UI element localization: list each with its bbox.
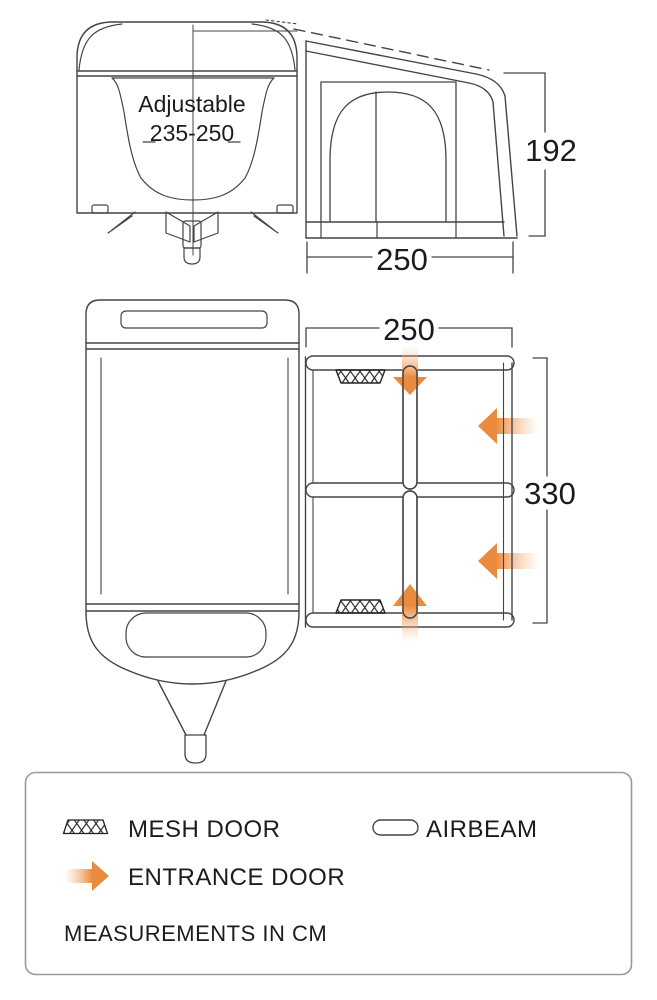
height-value: 192 xyxy=(525,133,577,168)
plan-depth-value: 330 xyxy=(524,476,576,511)
plan-width-value: 250 xyxy=(383,312,435,347)
legend: MESH DOOR AIRBEAM ENTRANCE DOOR MEASUREM… xyxy=(24,771,633,976)
dimension-width-250-side xyxy=(306,241,514,274)
mesh-door-icon xyxy=(62,819,109,835)
dimension-depth-330 xyxy=(532,357,548,624)
side-view-diagram xyxy=(76,19,546,274)
entrance-arrow-left-upper-icon xyxy=(478,408,539,444)
corner-steadies xyxy=(107,211,279,234)
entrance-door-arrows xyxy=(393,346,539,642)
adjustable-label-line2: 235-250 xyxy=(150,120,234,146)
drawbar-a-frame xyxy=(157,680,227,764)
entrance-arrow-up-icon xyxy=(393,584,427,642)
mesh-door-bottom xyxy=(335,599,386,614)
caravan-front-view xyxy=(76,19,299,265)
legend-box xyxy=(24,771,633,976)
entrance-door-icon xyxy=(64,861,109,891)
awning-side-view xyxy=(293,28,518,239)
measurements-note: MEASUREMENTS IN CM xyxy=(64,921,327,946)
awning-plan-view xyxy=(304,346,539,642)
entrance-arrow-left-lower-icon xyxy=(478,543,539,579)
entrance-arrow-down-icon xyxy=(393,346,427,395)
mesh-door-label: MESH DOOR xyxy=(128,816,281,843)
adjustable-roof-dashed-line xyxy=(293,28,490,71)
caravan-front-window xyxy=(125,612,267,658)
dimension-width-250-plan xyxy=(305,327,513,348)
dimension-height-192 xyxy=(503,72,546,237)
hitch-coupling xyxy=(165,211,219,265)
entrance-door-label: ENTRANCE DOOR xyxy=(128,864,345,891)
adjustable-label-line1: Adjustable xyxy=(138,91,245,117)
airbeam-label: AIRBEAM xyxy=(426,816,538,843)
plan-view-diagram xyxy=(85,299,548,764)
mesh-door-top xyxy=(335,369,386,384)
side-width-value: 250 xyxy=(376,242,428,277)
awning-door xyxy=(320,81,457,223)
airbeam-icon xyxy=(372,819,419,836)
caravan-plan-view xyxy=(85,299,300,764)
